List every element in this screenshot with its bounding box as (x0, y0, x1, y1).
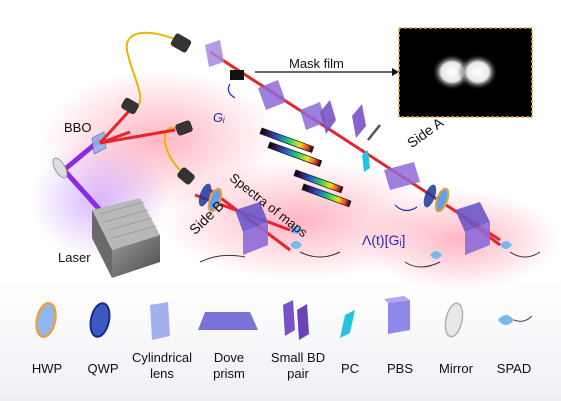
dove-prism-icon (198, 312, 258, 330)
gi-label: Gᵢ (213, 110, 225, 125)
qwp-icon (89, 302, 111, 338)
fiber-couplers (121, 33, 195, 185)
mask-film-image (398, 27, 533, 118)
legend-label-hwp: HWP (31, 361, 63, 376)
cylindrical-lens-icon (150, 302, 170, 340)
spad-icon (498, 315, 514, 325)
pc-icon (340, 310, 355, 338)
legend-label-spad: SPAD (496, 361, 532, 376)
small-bd-pair-icon-2 (297, 304, 309, 340)
pbs-icon-top (384, 296, 410, 303)
lambda-arrow (394, 204, 418, 212)
optical-fibers (125, 31, 183, 171)
detectors (199, 226, 541, 268)
laser-label: Laser (58, 250, 91, 265)
spad-cable-icon (513, 315, 533, 322)
legend-icons (35, 296, 533, 340)
lambda-label: Λ(t)[Gᵢ] (362, 232, 406, 248)
gi-arrow (227, 83, 236, 99)
legend-label-cylindrical-lens: Cylindrical lens (132, 350, 192, 381)
bbo-crystal (91, 131, 107, 155)
pc-arrow (367, 124, 381, 141)
hwp-icon (35, 302, 57, 338)
laser-source (92, 198, 160, 278)
small-bd-pair-icon (283, 300, 295, 336)
pbs-icon (388, 300, 410, 334)
legend-label-pc: PC (340, 361, 360, 376)
side-b-optics (198, 183, 268, 255)
bbo-label: BBO (64, 120, 92, 135)
legend-label-small-bd-pair: Small BD pair (270, 350, 326, 381)
side-a-optics (205, 40, 490, 255)
legend-label-qwp: QWP (87, 361, 119, 376)
legend-label-dove-prism: Dove prism (213, 350, 245, 381)
mask-arrowhead (392, 68, 399, 76)
mask-film-label: Mask film (289, 56, 344, 71)
mirror-icon (444, 302, 464, 338)
pump-mirror (52, 157, 68, 179)
legend-label-mirror: Mirror (439, 361, 473, 376)
legend-label-pbs: PBS (386, 361, 413, 376)
spectra-strips (259, 127, 352, 208)
